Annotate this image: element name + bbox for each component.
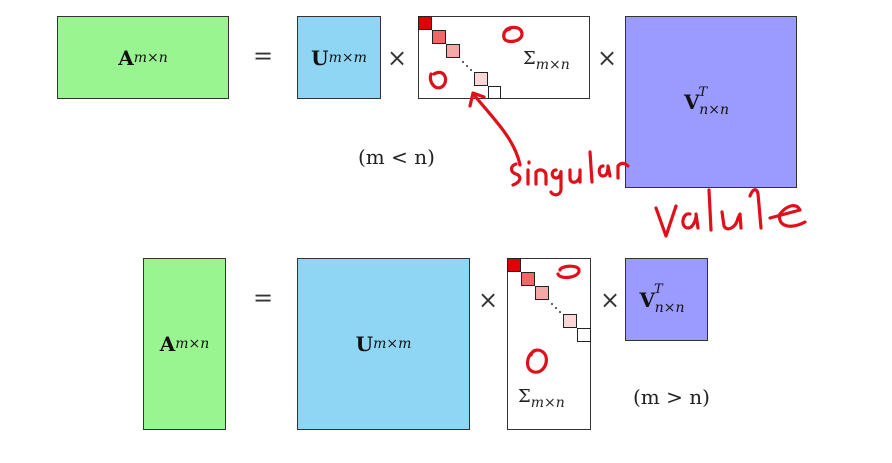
condition-label-top: (m < n): [358, 145, 435, 169]
matrix-u-subscript: m×m: [373, 336, 412, 352]
times-sign: ×: [597, 44, 618, 72]
times-sign: ×: [600, 286, 621, 314]
matrix-a-subscript: m×n: [133, 49, 168, 66]
handwritten-zero-4: [525, 348, 548, 374]
handwritten-zero-2: [428, 70, 448, 90]
handwriting-value: [654, 188, 807, 238]
singular-value-4: [563, 314, 577, 328]
singular-value-2: [521, 272, 535, 286]
matrix-u-subscript: m×m: [328, 49, 367, 66]
singular-value-4: [474, 72, 488, 86]
matrix-u-symbol: U: [311, 45, 329, 70]
sigma-symbol: Σ: [523, 48, 536, 69]
matrix-v-symbol: V: [639, 287, 656, 312]
singular-value-2: [432, 30, 446, 44]
matrix-v-symbol: V: [684, 90, 700, 114]
sigma-label-top: Σm×n: [523, 48, 570, 73]
sigma-label-bottom: Σm×n: [518, 386, 565, 411]
equals-sign: =: [253, 42, 274, 70]
matrix-u-symbol: U: [355, 332, 374, 356]
times-sign: ×: [387, 44, 408, 72]
singular-value-3: [446, 44, 460, 58]
diagonal-dots: [462, 61, 561, 313]
sigma-subscript: m×n: [535, 57, 570, 73]
matrix-a-symbol: A: [159, 332, 176, 356]
singular-value-1: [418, 16, 432, 30]
sigma-subscript: m×n: [530, 395, 565, 411]
condition-label-bottom: (m > n): [633, 385, 710, 409]
singular-value-3: [535, 286, 549, 300]
matrix-v-superscript: T: [654, 282, 663, 297]
matrix-a-subscript: m×n: [175, 336, 210, 352]
handwritten-zero-1: [502, 25, 524, 44]
matrix-sigma-bottom: [507, 258, 591, 430]
matrix-v-subscript: n×n: [699, 102, 729, 118]
pointer-arrow: [472, 93, 522, 167]
singular-value-5: [488, 86, 501, 99]
matrix-sigma-top: [418, 16, 590, 99]
handwriting-singular: [509, 150, 630, 197]
matrix-v-superscript: T: [698, 84, 708, 100]
handwritten-zero-3: [556, 264, 581, 280]
times-sign: ×: [478, 286, 499, 314]
sigma-symbol: Σ: [518, 386, 531, 407]
equals-sign: =: [253, 284, 274, 312]
singular-value-1: [507, 258, 521, 272]
matrix-v-subscript: n×n: [654, 299, 685, 316]
arrow-head: [468, 91, 486, 108]
singular-value-5: [577, 328, 591, 342]
matrix-a-symbol: A: [118, 45, 134, 70]
